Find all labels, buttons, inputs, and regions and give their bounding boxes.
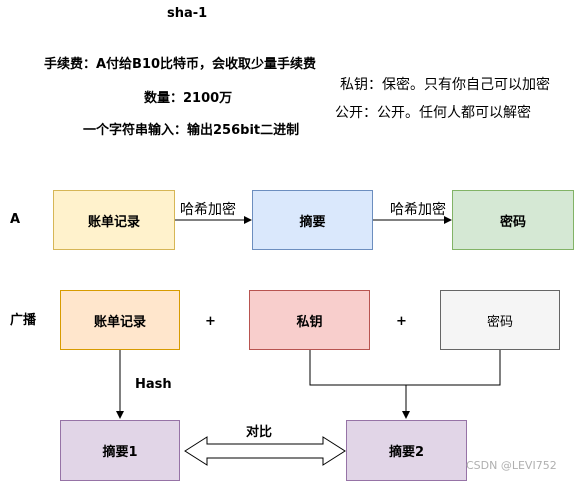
compare-double-arrow: [184, 436, 346, 466]
digest-2-box: 摘要2: [346, 420, 467, 481]
plus-sign-2: +: [396, 314, 407, 329]
compare-label: 对比: [246, 425, 273, 440]
diagram-title: sha-1: [167, 6, 208, 21]
row-broadcast-label: 广播: [10, 313, 37, 328]
input-output-note: 一个字符串输入：输出256bit二进制: [83, 123, 300, 138]
fee-note: 手续费：A付给B10比特币，会收取少量手续费: [44, 57, 317, 72]
private-key-box: 私钥: [249, 290, 370, 350]
watermark: CSDN @LEVI752: [466, 459, 557, 472]
private-key-note: 私钥：保密。只有你自己可以加密: [340, 77, 550, 93]
cipher-box: 密码: [452, 190, 574, 250]
hash-label: Hash: [135, 377, 172, 392]
plus-sign-1: +: [205, 314, 216, 329]
hash-encrypt-label-2: 哈希加密: [390, 202, 446, 218]
broadcast-ledger-box: 账单记录: [60, 290, 180, 350]
digest-box: 摘要: [252, 190, 373, 250]
quantity-note: 数量：2100万: [144, 91, 233, 106]
public-key-note: 公开：公开。任何人都可以解密: [335, 105, 531, 121]
broadcast-cipher-box: 密码: [440, 290, 560, 350]
digest-1-box: 摘要1: [60, 420, 180, 481]
row-a-label: A: [10, 212, 21, 227]
hash-encrypt-label-1: 哈希加密: [180, 202, 236, 218]
ledger-box: 账单记录: [53, 190, 175, 250]
merge-line-key-cipher: [309, 350, 501, 386]
